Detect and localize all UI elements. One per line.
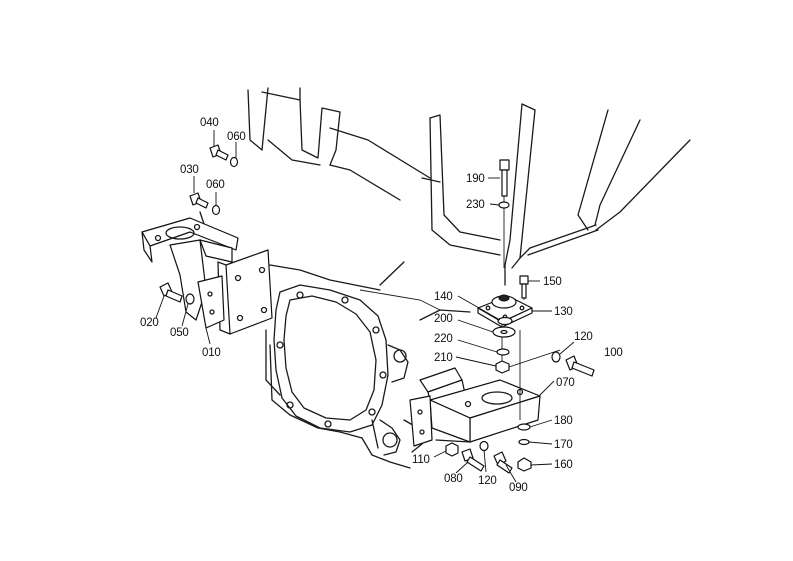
callout-050: 050 [170,327,189,339]
callout-140: 140 [434,291,453,303]
callout-040: 040 [200,117,219,129]
callout-080: 080 [444,473,463,485]
washer-120-lower [479,440,489,452]
callout-150: 150 [543,276,562,288]
callout-100: 100 [604,347,623,359]
washer-170 [518,438,530,446]
callout-030: 030 [180,164,199,176]
callout-070: 070 [556,377,575,389]
callout-leaders [155,130,575,483]
washer-120-upper [551,351,561,363]
callout-090: 090 [509,482,528,494]
callout-230: 230 [466,199,485,211]
bell-housing [273,284,423,456]
right-engine-mount-bracket [409,367,541,447]
washer-140 [497,316,513,326]
washer-200-hole [500,329,508,335]
callout-120-lower: 120 [478,475,497,487]
bolt-080 [461,448,485,472]
washer-230 [498,201,510,209]
callout-020: 020 [140,317,159,329]
callout-060-upper: 060 [227,131,246,143]
washer-050 [185,293,195,305]
callout-010: 010 [202,347,221,359]
callout-200: 200 [434,313,453,325]
callout-labels: 040 060 030 060 020 050 010 190 230 150 … [140,117,623,494]
callout-060-lower: 060 [206,179,225,191]
callout-180: 180 [554,415,573,427]
callout-110: 110 [412,454,430,466]
bolt-020 [159,282,183,303]
nut-210 [495,360,510,374]
callout-220: 220 [434,333,453,345]
engine-body-outline [199,87,691,469]
nut-110 [445,442,459,457]
washer-220 [496,348,510,356]
washer-060-lower [211,204,221,216]
bolt-090 [493,451,513,474]
washer-180 [517,423,531,431]
washer-060-upper [229,156,239,168]
callout-160: 160 [554,459,573,471]
callout-120-upper: 120 [574,331,593,343]
bolt-030 [189,192,209,209]
nut-160 [517,457,532,472]
callout-130: 130 [554,306,573,318]
callout-190: 190 [466,173,485,185]
bolt-150 [519,275,529,299]
bolt-100 [565,355,595,377]
bolt-040 [209,144,229,161]
bolt-190 [499,159,510,197]
callout-170: 170 [554,439,573,451]
left-engine-mount-bracket [141,217,273,335]
callout-210: 210 [434,352,453,364]
